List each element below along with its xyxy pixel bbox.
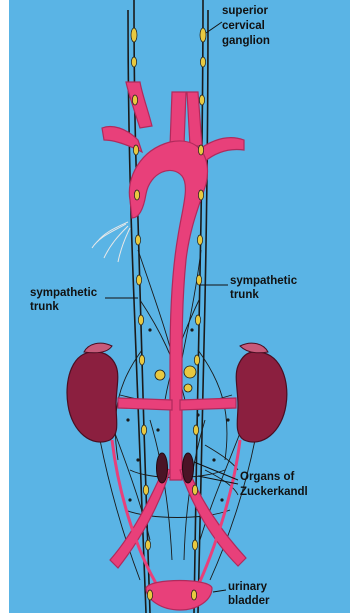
- chain-ganglion: [191, 590, 196, 600]
- superior-cervical-ganglion-left: [131, 28, 137, 42]
- prevertebral-ganglion: [155, 370, 165, 380]
- chain-ganglion: [193, 425, 198, 435]
- plexus-ganglion: [220, 498, 223, 501]
- chain-ganglion: [192, 485, 197, 495]
- chain-ganglion: [139, 355, 144, 365]
- chain-ganglion: [134, 190, 139, 200]
- chain-ganglion: [192, 540, 197, 550]
- chain-ganglion: [141, 425, 146, 435]
- zuckerkandl-organ-left: [157, 453, 168, 483]
- chain-ganglion: [133, 145, 138, 155]
- superior-cervical-ganglion-right: [200, 28, 206, 42]
- plexus-ganglion: [226, 418, 229, 421]
- superior-cervical-ganglion-label: superior cervical ganglion: [222, 5, 271, 47]
- label-line: trunk: [230, 289, 259, 301]
- chain-ganglion: [145, 540, 150, 550]
- chain-ganglion: [132, 95, 137, 105]
- renal-artery-left: [118, 398, 172, 410]
- label-line: superior: [222, 5, 269, 17]
- chain-ganglion: [136, 275, 141, 285]
- prevertebral-ganglion: [184, 366, 196, 378]
- chain-ganglion: [135, 235, 140, 245]
- chain-ganglion: [198, 190, 203, 200]
- label-line: sympathetic: [30, 287, 98, 299]
- prevertebral-ganglion: [184, 384, 192, 392]
- chain-ganglion: [199, 95, 204, 105]
- chain-ganglion: [194, 355, 199, 365]
- chain-ganglion: [131, 57, 136, 67]
- label-line: cervical: [222, 20, 265, 32]
- label-line: bladder: [228, 595, 270, 607]
- chain-ganglion: [200, 57, 205, 67]
- chain-ganglion: [198, 145, 203, 155]
- label-line: Organs of: [240, 471, 294, 483]
- plexus-ganglion: [196, 413, 199, 416]
- plexus-ganglion: [148, 328, 151, 331]
- chain-ganglion: [138, 315, 143, 325]
- label-line: sympathetic: [230, 275, 298, 287]
- plexus-ganglion: [190, 328, 193, 331]
- chain-ganglion: [197, 235, 202, 245]
- plexus-ganglion: [126, 418, 129, 421]
- chain-ganglion: [143, 485, 148, 495]
- label-line: ganglion: [222, 35, 270, 47]
- renal-artery-right: [180, 398, 236, 410]
- plexus-ganglion: [212, 458, 215, 461]
- chain-ganglion: [195, 315, 200, 325]
- plexus-ganglion: [136, 458, 139, 461]
- plexus-ganglion: [128, 498, 131, 501]
- plexus-ganglion: [156, 428, 159, 431]
- chain-ganglion: [196, 275, 201, 285]
- label-line: Zuckerkandl: [240, 486, 308, 498]
- zuckerkandl-organ-right: [183, 453, 194, 483]
- label-line: trunk: [30, 301, 59, 313]
- label-line: urinary: [228, 581, 268, 593]
- chain-ganglion: [147, 590, 152, 600]
- common-carotid-artery: [170, 92, 186, 146]
